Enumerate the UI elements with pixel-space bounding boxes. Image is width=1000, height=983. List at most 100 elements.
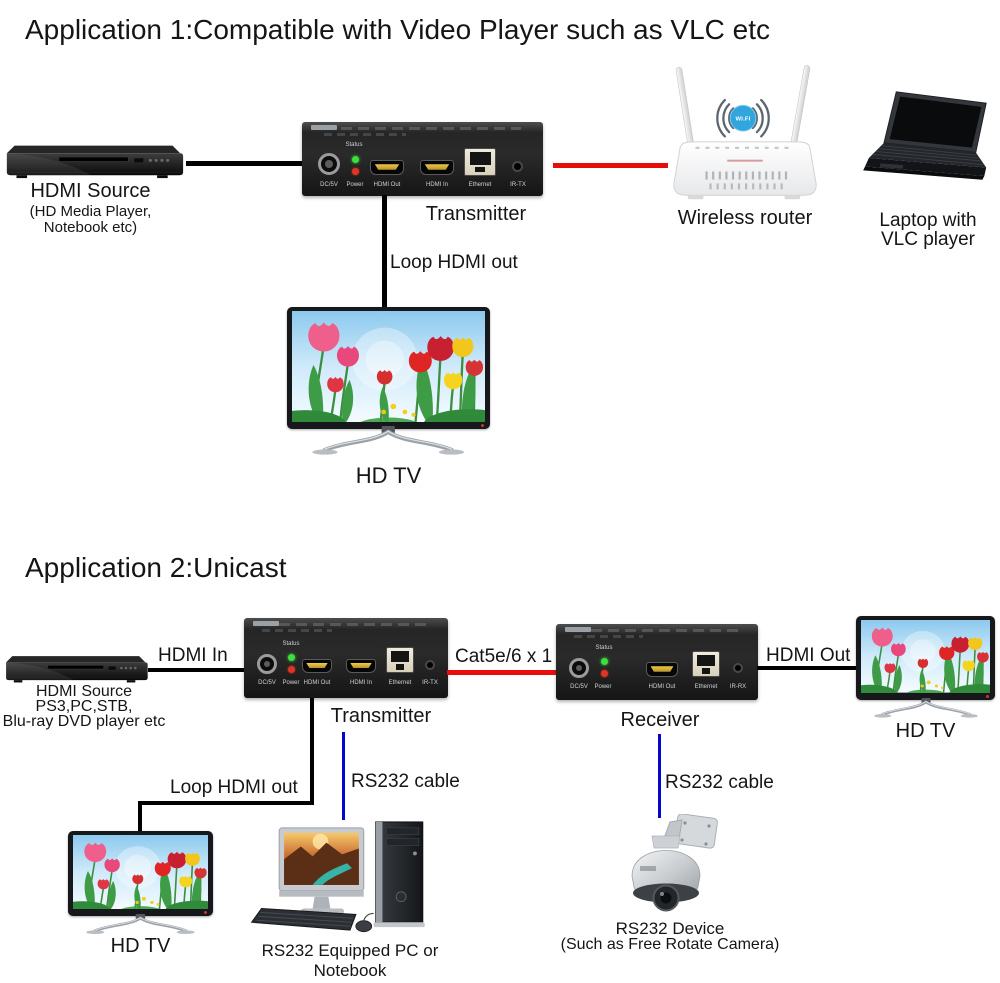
port-label: Power: [282, 680, 300, 686]
port-label: HDMI In: [349, 680, 372, 686]
port-label: HDMI Out: [648, 684, 676, 690]
port-label: Ethernet: [388, 680, 412, 686]
hdmi-out-port: [646, 662, 678, 677]
app2-loop-label: Loop HDMI out: [170, 777, 298, 798]
device-print: [262, 629, 332, 632]
device-print: [574, 635, 643, 638]
status-led-green: [601, 658, 608, 665]
power-led-red: [601, 670, 608, 677]
app2-title: Application 2:Unicast: [25, 552, 287, 583]
tv-power-led: [481, 424, 484, 428]
router-body: [673, 141, 817, 196]
tv-frame: [68, 831, 213, 917]
wifi-logo-text: WI.FI: [735, 117, 750, 123]
port-label: Ethernet: [694, 684, 718, 690]
app2-source-sub2: Blu-ray DVD player etc: [2, 713, 166, 730]
port-label: Power: [346, 182, 364, 188]
receiver-label: Receiver: [620, 709, 700, 731]
app2-transmitter-label: Transmitter: [330, 705, 432, 727]
app1-hdmi-source-player: [3, 138, 186, 180]
rs232-cable-label-tx: RS232 cable: [351, 771, 460, 792]
port-label: Ethernet: [468, 182, 492, 188]
tv-frame: [287, 307, 490, 430]
app1-title: Application 1:Compatible with Video Play…: [25, 14, 770, 45]
cable-loop-vertical-app2: [310, 698, 314, 804]
hdmi-out-port: [370, 160, 404, 175]
app2-tv-right-label: HD TV: [895, 720, 956, 742]
app2-tv-bottom-label: HD TV: [110, 935, 171, 957]
status-label: Status: [595, 645, 613, 651]
laptop-label-line2: VLC player: [881, 229, 975, 250]
tv-frame: [856, 616, 995, 700]
rs232-camera: [612, 814, 720, 918]
port-label: IR-TX: [510, 182, 526, 188]
status-led-green: [288, 654, 295, 661]
cable-loop-hdmi-out-app1: [382, 195, 387, 308]
dc-jack: [257, 654, 277, 674]
status-led-green: [352, 156, 359, 163]
cable-source-to-transmitter: [186, 161, 303, 166]
port-label: IR-RX: [729, 684, 747, 690]
hdmi-out-label: HDMI Out: [766, 645, 851, 666]
tv-power-led: [986, 694, 989, 698]
app2-source-sub1: PS3,PC,STB,: [35, 698, 133, 715]
cable-rs232-transmitter-to-pc: [342, 732, 345, 820]
cable-cat5-transmitter-to-receiver: [447, 670, 559, 675]
device-print: [323, 133, 406, 136]
pc-tower: [375, 821, 424, 923]
status-label: Status: [345, 142, 363, 148]
router-antenna-right: [790, 65, 811, 148]
app2-transmitter-device: Status DC/5V Power HDMI Out HDMI In Ethe…: [244, 618, 448, 698]
app2-source-label: HDMI Source: [35, 683, 133, 700]
app1-source-sub1: (HD Media Player,: [29, 203, 152, 220]
tv-stand: [305, 426, 471, 456]
port-label: HDMI Out: [303, 680, 331, 686]
ethernet-port: [386, 647, 414, 673]
tv-power-led: [204, 911, 207, 915]
hdmi-in-label: HDMI In: [158, 645, 228, 666]
ethernet-port: [464, 148, 496, 176]
cable-transmitter-to-router: [553, 163, 668, 168]
hdmi-in-port: [420, 160, 454, 175]
status-label: Status: [282, 641, 300, 647]
device-sticker: [253, 621, 279, 626]
port-label: Power: [594, 684, 612, 690]
device-sticker: [311, 125, 337, 130]
cable-receiver-to-tv: [757, 666, 862, 670]
hdmi-in-port: [346, 659, 376, 673]
laptop-base: [865, 158, 987, 177]
app1-source-sub2: Notebook etc): [43, 219, 138, 236]
hdmi-out-port: [302, 659, 332, 673]
port-label: HDMI Out: [373, 182, 401, 188]
laptop-screen: [889, 96, 982, 148]
port-label: DC/5V: [570, 684, 588, 690]
laptop: [842, 88, 996, 194]
app1-transmitter-label: Transmitter: [425, 203, 527, 225]
app2-hd-tv-bottom: [68, 831, 213, 935]
cable-loop-drop-app2: [138, 801, 142, 835]
camera-label-line1: RS232 Device: [615, 919, 725, 938]
rs232-cable-label-rx: RS232 cable: [665, 772, 774, 793]
power-led-red: [352, 168, 359, 175]
app1-tv-label: HD TV: [355, 463, 422, 488]
ethernet-port: [692, 651, 720, 677]
device-print: [262, 623, 430, 626]
port-label: DC/5V: [320, 182, 338, 188]
app2-hd-tv-right: [856, 616, 995, 718]
cat5-label: Cat5e/6 x 1: [455, 646, 553, 667]
dc-jack: [318, 153, 340, 175]
cable-loop-horizontal-app2: [138, 801, 314, 805]
app1-transmitter-device: Status DC/5V Power HDMI Out HDMI In Ethe…: [302, 122, 543, 196]
app2-hdmi-source-player: [3, 650, 150, 684]
device-sticker: [565, 627, 591, 632]
app1-hd-tv: [287, 307, 490, 456]
app1-loop-label: Loop HDMI out: [390, 252, 518, 273]
laptop-keyboard-deck: [868, 142, 987, 168]
wireless-router: WI.FI: [666, 64, 824, 206]
ir-tx-jack: [425, 660, 435, 670]
power-led-red: [288, 666, 295, 673]
cable-rs232-receiver-to-camera: [658, 734, 661, 818]
port-label: DC/5V: [258, 680, 276, 686]
tv-stand: [84, 914, 197, 935]
